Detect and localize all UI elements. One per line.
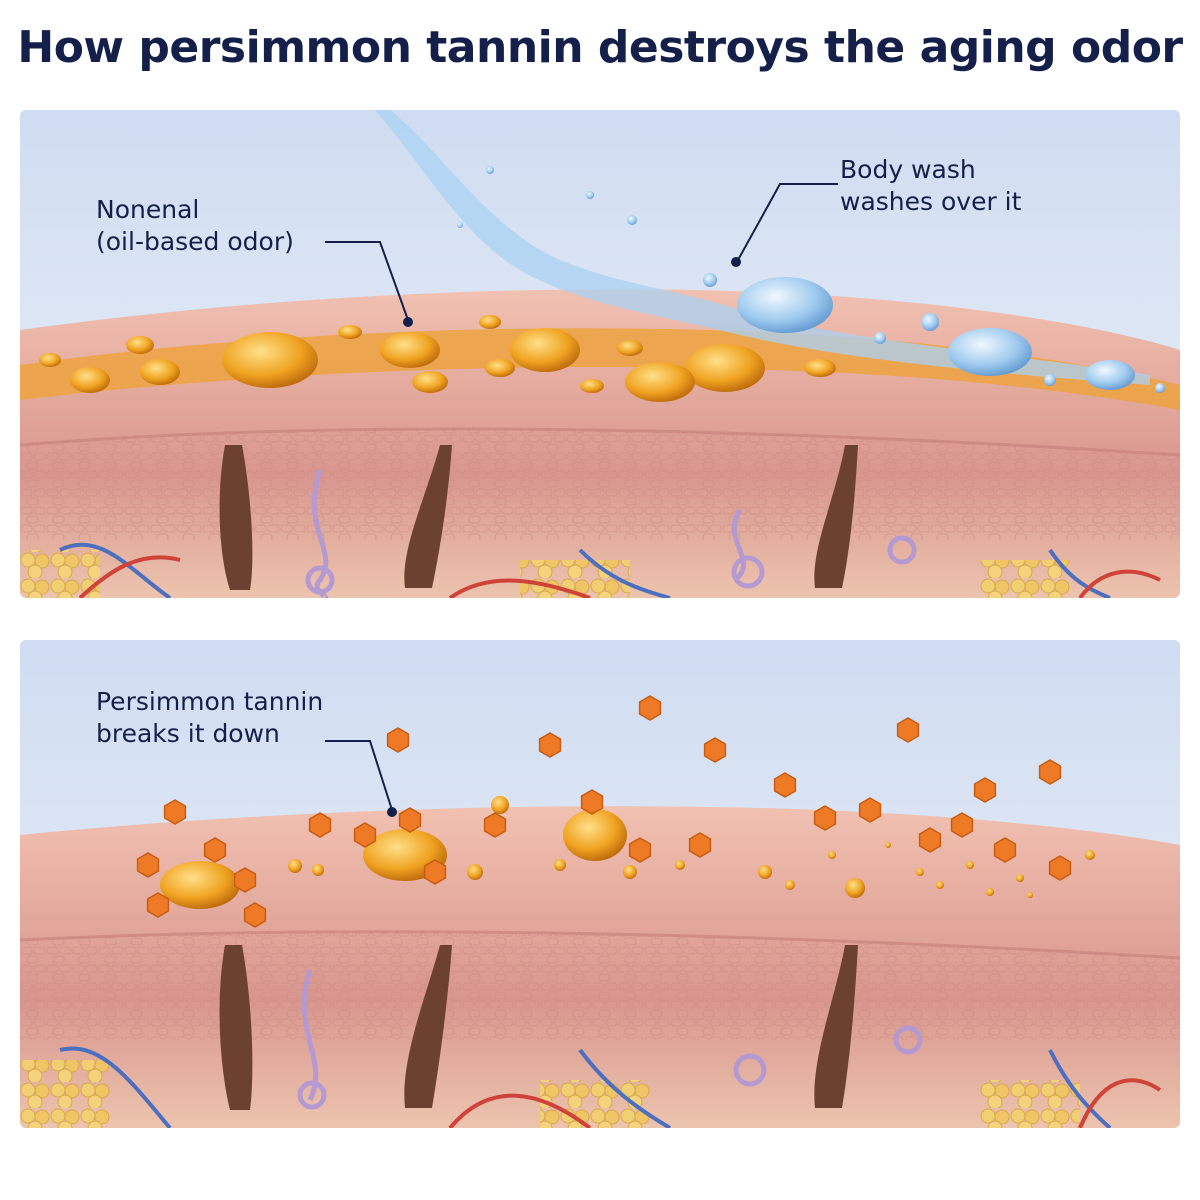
sweat-glands [297, 969, 923, 1110]
label-bodywash: Body wash washes over it [840, 154, 1021, 218]
label-bodywash-line1: Body wash [840, 155, 976, 184]
body-wash-stream [375, 110, 1150, 385]
label-tannin: Persimmon tannin breaks it down [96, 686, 323, 750]
hair-follicles [219, 445, 858, 590]
blood-vessels [59, 1046, 1162, 1128]
cell-layer [20, 428, 1180, 540]
panel-before-wash: Nonenal (oil-based odor) Body wash washe… [20, 110, 1180, 598]
skin-cross-section-top [20, 110, 1180, 598]
nonenal-droplets [39, 315, 836, 402]
fat-cells [980, 1080, 1080, 1128]
blood-vessels [59, 542, 1161, 598]
water-droplets [457, 166, 1165, 393]
label-nonenal: Nonenal (oil-based odor) [96, 194, 294, 258]
hair-follicles [219, 945, 858, 1110]
label-nonenal-line2: (oil-based odor) [96, 227, 294, 256]
cell-layer [20, 931, 1180, 1040]
label-tannin-line1: Persimmon tannin [96, 687, 324, 716]
fat-cells [20, 1060, 110, 1128]
label-nonenal-line1: Nonenal [96, 195, 200, 224]
sweat-glands [305, 469, 917, 598]
skin-cross-section-bottom [20, 640, 1180, 1128]
panel-after-tannin: Persimmon tannin breaks it down [20, 640, 1180, 1128]
fat-cells [980, 560, 1070, 598]
page-title: How persimmon tannin destroys the aging … [17, 22, 1183, 73]
label-bodywash-line2: washes over it [840, 187, 1022, 216]
label-tannin-line2: breaks it down [96, 719, 280, 748]
